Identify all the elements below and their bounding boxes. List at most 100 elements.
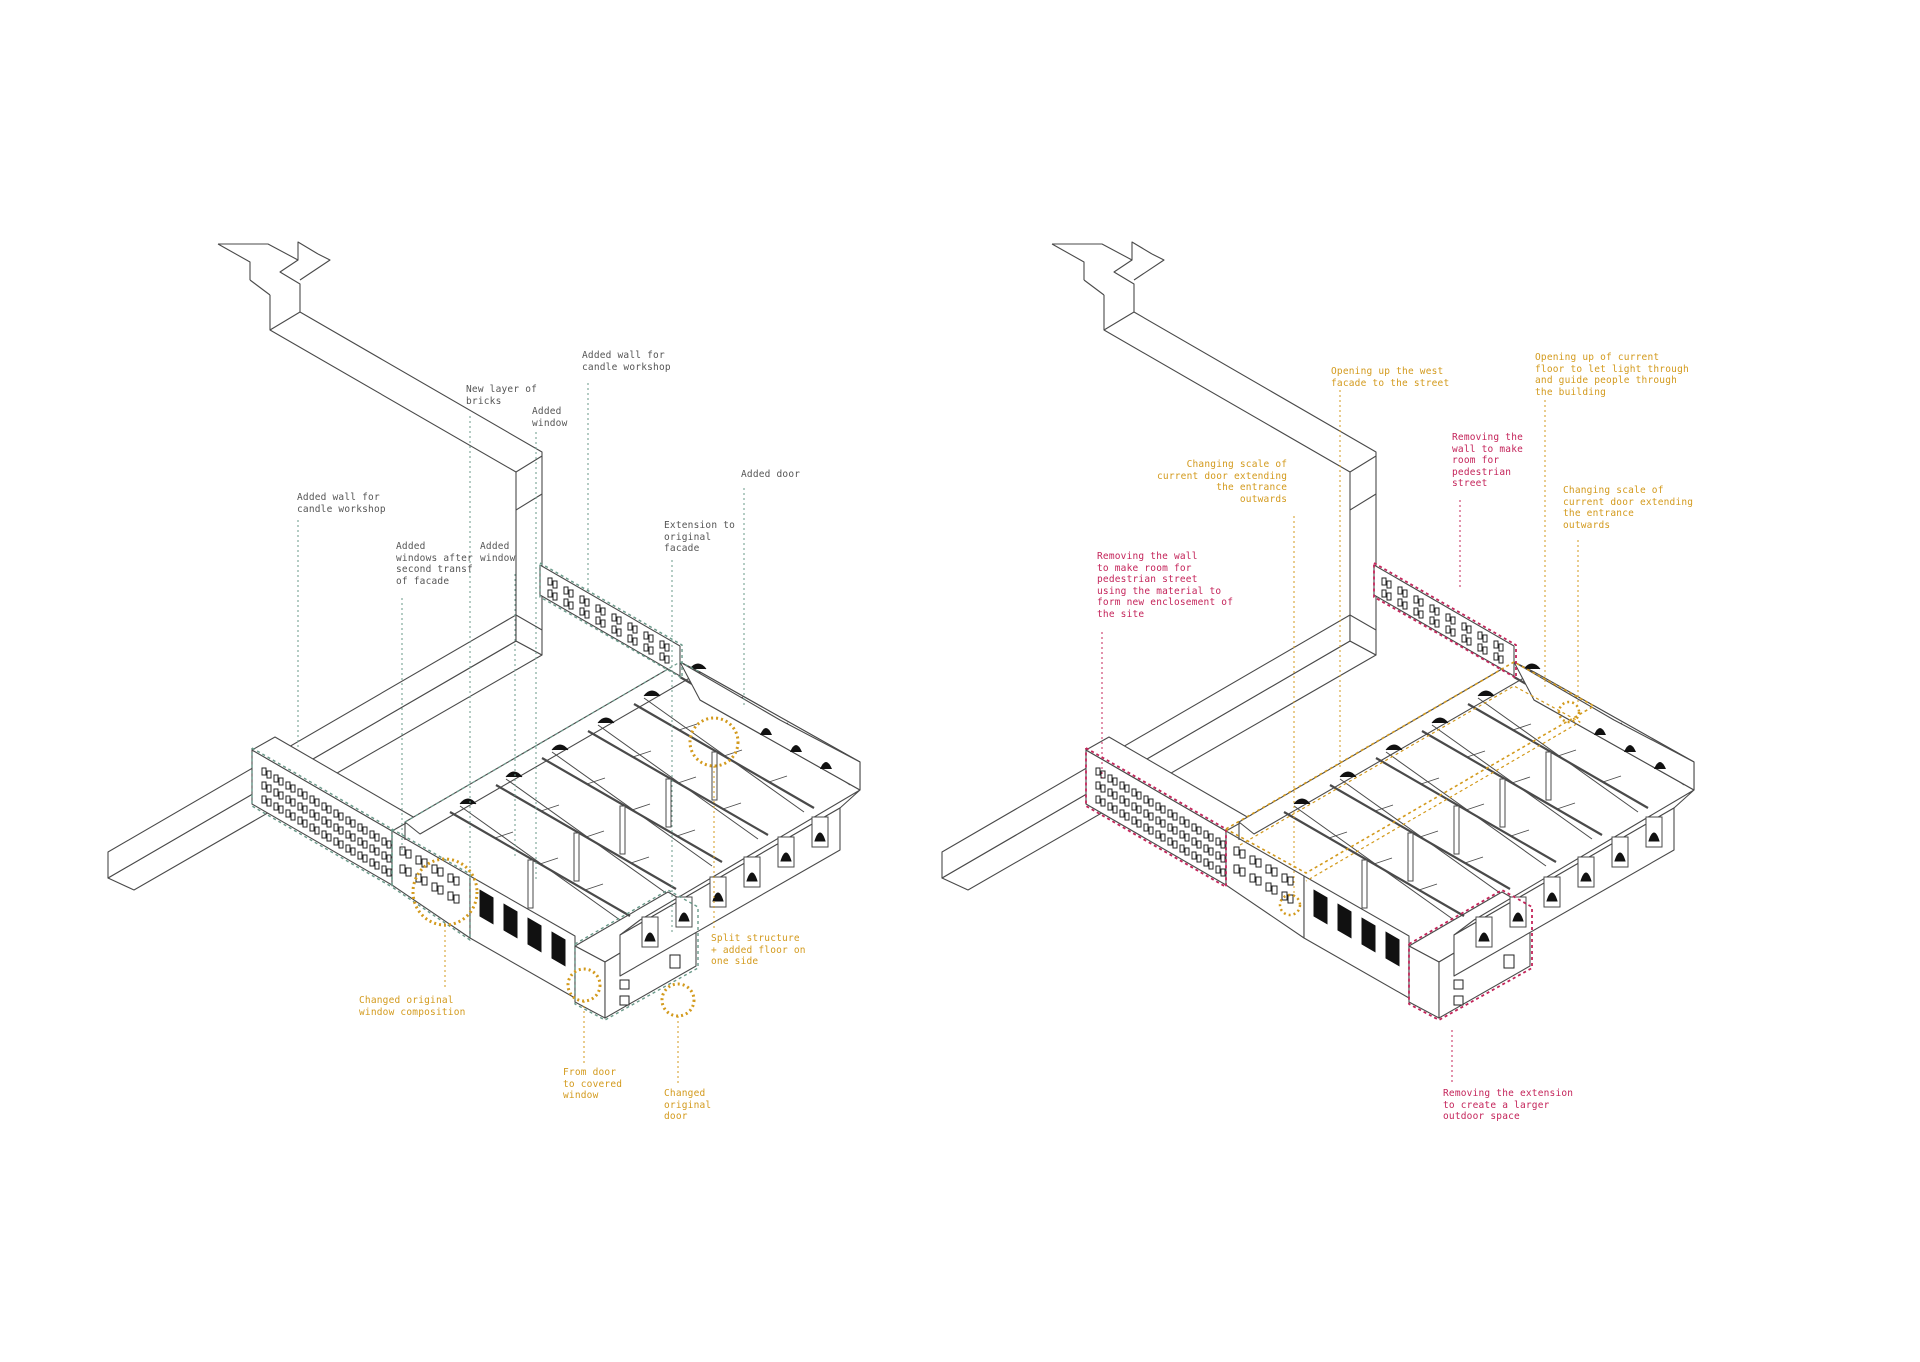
window-west-block	[369, 844, 375, 853]
window-west-block	[314, 826, 320, 835]
window-north-band	[648, 646, 654, 655]
boundary-wall-end	[1349, 614, 1377, 656]
window-west-block	[1215, 851, 1221, 860]
black-window-long-facade	[1337, 903, 1352, 939]
window-west-block	[1215, 865, 1221, 874]
hall-south-wall-face	[1453, 807, 1675, 977]
truss-chord	[551, 751, 713, 867]
window-west-block	[374, 847, 380, 856]
window-north-band	[648, 634, 654, 643]
window-west-block	[386, 868, 392, 877]
window-west-block	[1172, 840, 1178, 849]
black-window-long-facade	[1313, 889, 1328, 925]
arched-window	[1546, 892, 1558, 902]
clerestory-arch	[1523, 663, 1541, 670]
truss-web	[1464, 856, 1484, 864]
upper-wall-line-4	[299, 253, 331, 281]
east-arched-window	[820, 762, 832, 769]
east-arched-window	[760, 728, 772, 735]
window-west-block	[261, 767, 267, 776]
window-north-band	[659, 652, 665, 661]
window-north-band	[611, 625, 617, 634]
window-west-block	[357, 837, 363, 846]
window-middle-block	[1271, 867, 1278, 877]
truss-web	[1510, 829, 1530, 837]
truss-web	[1511, 776, 1531, 784]
window-west-block	[338, 840, 344, 849]
window-north-band	[1397, 598, 1403, 607]
window-middle-block	[1255, 876, 1262, 886]
window-west-block	[1191, 851, 1197, 860]
window-west-block	[1160, 805, 1166, 814]
window-west-block	[309, 795, 315, 804]
window-middle-block	[437, 885, 444, 895]
window-north-band	[1466, 637, 1472, 646]
window-west-block	[1179, 816, 1185, 825]
window-west-block	[369, 858, 375, 867]
window-west-block	[381, 865, 387, 874]
window-north-band	[547, 589, 553, 598]
black-window-long-facade	[551, 931, 566, 967]
window-west-block	[1119, 795, 1125, 804]
window-west-block	[1095, 767, 1101, 776]
window-west-block	[357, 823, 363, 832]
window-west-block	[297, 816, 303, 825]
window-north-band	[1482, 634, 1488, 643]
window-north-band	[547, 577, 553, 586]
window-west-block	[1124, 784, 1130, 793]
clerestory-arch	[643, 690, 661, 697]
yellow-circle-door-right	[1557, 700, 1581, 724]
yellow-circle-door-to-window	[566, 967, 602, 1003]
window-north-band	[643, 643, 649, 652]
window-west-block	[1136, 805, 1142, 814]
window-west-block	[302, 791, 308, 800]
east-gable	[1513, 661, 1695, 791]
window-west-block	[1184, 833, 1190, 842]
column	[1361, 859, 1368, 909]
window-west-block	[1155, 816, 1161, 825]
label-added-windows-after-second-transf: Added windows after second transf of fac…	[396, 541, 473, 587]
window-middle-block	[1271, 885, 1278, 895]
window-north-band	[1381, 577, 1387, 586]
extension-window	[619, 979, 630, 990]
column	[1499, 778, 1506, 828]
label-added-wall-candle-workshop-left: Added wall for candle workshop	[297, 492, 386, 515]
window-west-block	[1208, 861, 1214, 870]
window-west-block	[1095, 795, 1101, 804]
upper-wall-line-6	[515, 455, 543, 473]
label-new-layer-of-bricks: New layer of bricks	[466, 384, 538, 407]
window-west-block	[1124, 798, 1130, 807]
window-north-band	[1445, 613, 1451, 622]
window-west-block	[1136, 791, 1142, 800]
window-west-block	[1119, 809, 1125, 818]
hall-south-wall-top	[1453, 789, 1695, 936]
arched-window	[1648, 832, 1660, 842]
window-middle-block	[437, 867, 444, 877]
window-west-block	[362, 840, 368, 849]
window-west-block	[386, 840, 392, 849]
window-west-block	[338, 826, 344, 835]
window-west-block	[321, 802, 327, 811]
arched-window	[814, 832, 826, 842]
window-west-block	[1100, 784, 1106, 793]
yellow-circle-changed-door	[660, 982, 696, 1018]
truss-web	[1419, 830, 1439, 838]
window-west-block	[1172, 826, 1178, 835]
arcade-bay	[1611, 836, 1629, 868]
window-north-band	[1397, 586, 1403, 595]
window-north-band	[1429, 604, 1435, 613]
arcade-bay	[811, 816, 829, 848]
window-west-block	[302, 819, 308, 828]
window-middle-block	[447, 891, 454, 901]
clerestory-arch	[459, 798, 477, 805]
window-middle-block	[415, 855, 422, 865]
window-middle-block	[431, 864, 438, 874]
window-north-band	[643, 631, 649, 640]
window-north-band	[563, 586, 569, 595]
clerestory-arch	[1339, 771, 1357, 778]
window-north-band	[1461, 634, 1467, 643]
arcade-bay	[641, 916, 659, 948]
window-west-block	[1215, 837, 1221, 846]
east-arched-window	[1594, 728, 1606, 735]
